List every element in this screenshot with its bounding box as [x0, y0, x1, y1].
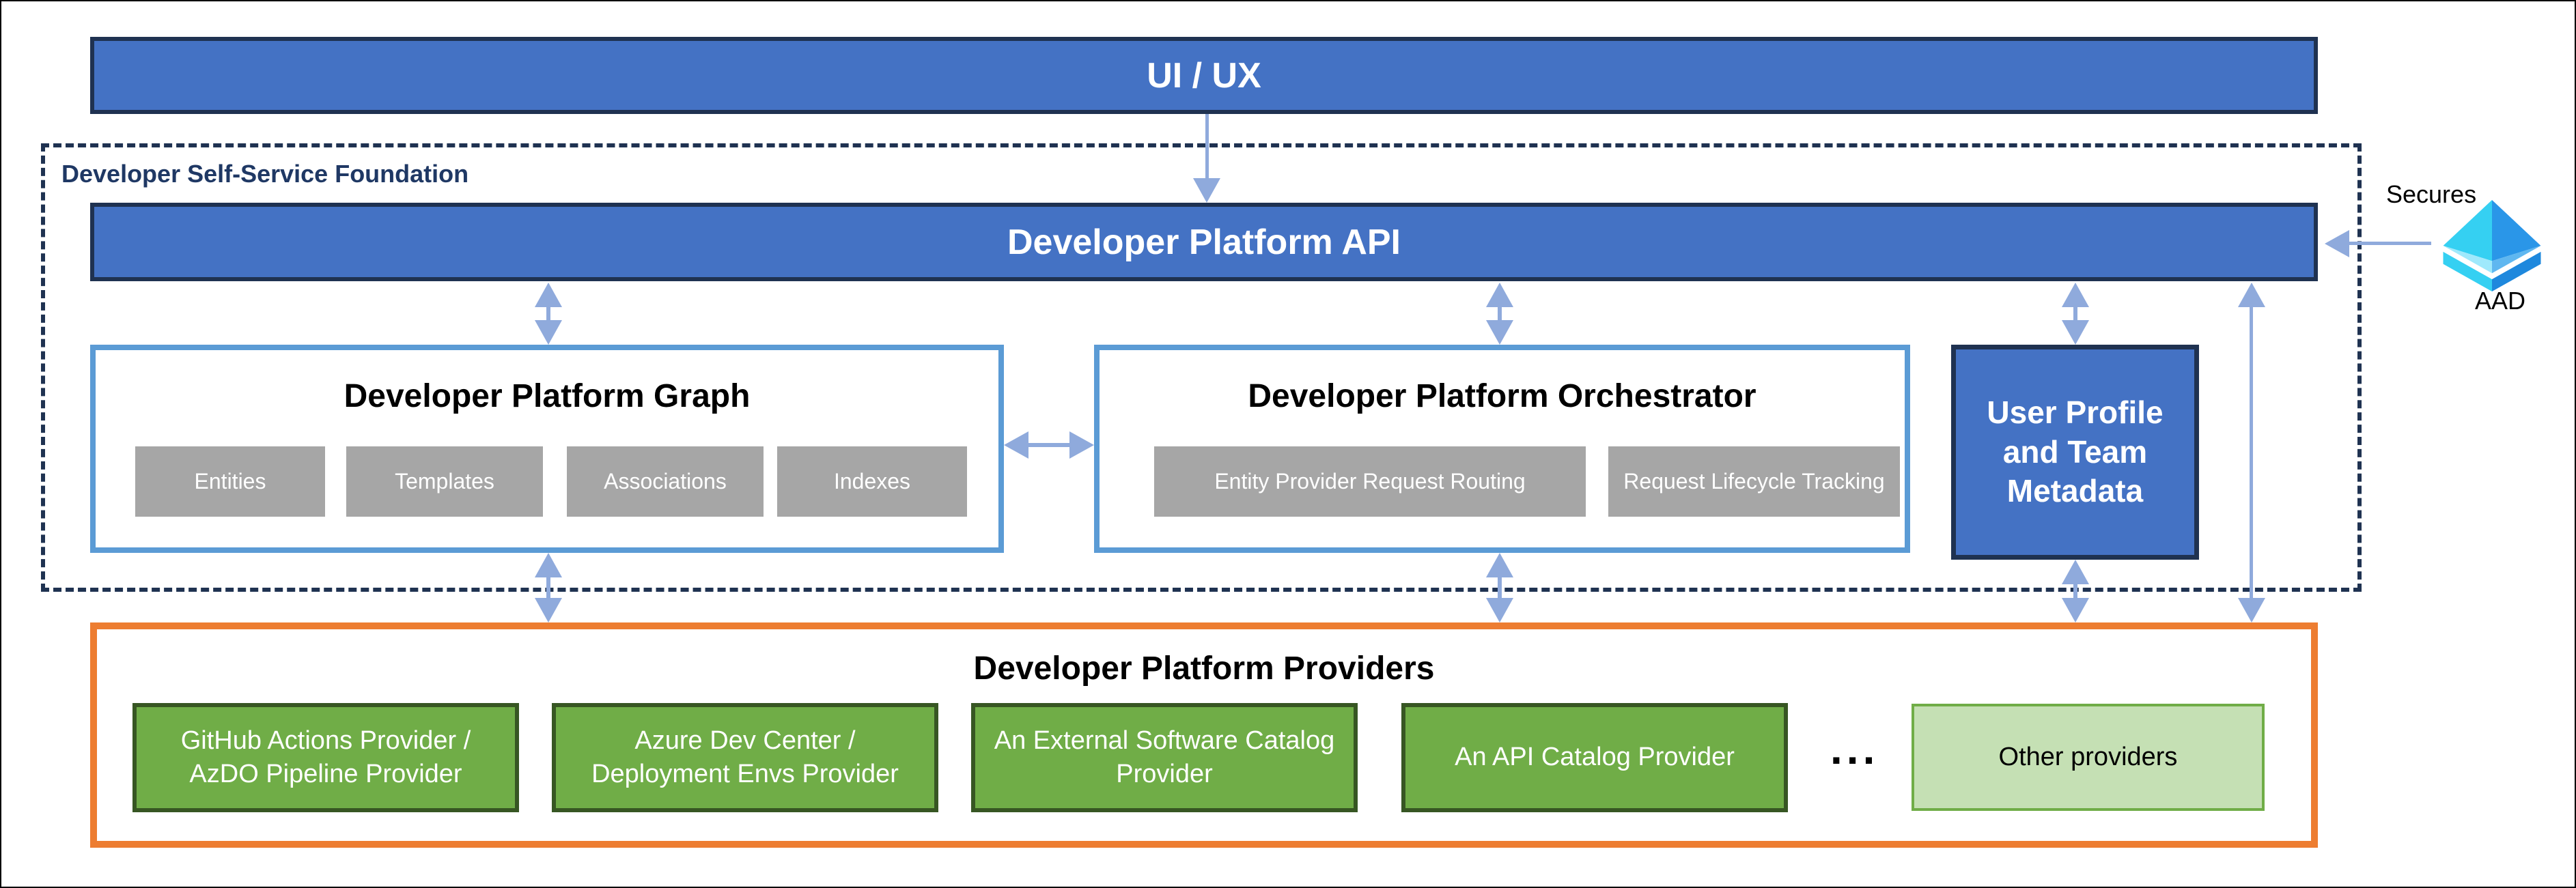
- graph-title: Developer Platform Graph: [344, 378, 751, 414]
- provider-external-software-catalog: An External Software Catalog Provider: [971, 703, 1358, 812]
- arrow-api-graph: [535, 283, 562, 345]
- ui-ux-bar: UI / UX: [90, 37, 2318, 114]
- orchestrator-title: Developer Platform Orchestrator: [1248, 378, 1756, 414]
- graph-chip-templates: Templates: [346, 446, 543, 517]
- arrow-api-providers: [2238, 283, 2265, 622]
- ui-ux-label: UI / UX: [1147, 55, 1261, 96]
- developer-platform-api-label: Developer Platform API: [1007, 222, 1401, 262]
- provider-github-actions: GitHub Actions Provider / AzDO Pipeline …: [132, 703, 519, 812]
- developer-platform-orchestrator-box: Developer Platform Orchestrator Entity P…: [1094, 345, 1910, 553]
- providers-title: Developer Platform Providers: [973, 650, 1435, 687]
- user-profile-metadata-label: User Profile and Team Metadata: [1987, 395, 2164, 509]
- foundation-label: Developer Self-Service Foundation: [61, 160, 469, 188]
- provider-api-catalog: An API Catalog Provider: [1401, 703, 1788, 812]
- user-profile-metadata-box: User Profile and Team Metadata: [1951, 345, 2199, 560]
- provider-other: Other providers: [1912, 704, 2265, 811]
- graph-chip-indexes: Indexes: [777, 446, 967, 517]
- aad-label: AAD: [2475, 287, 2526, 315]
- graph-chip-associations: Associations: [567, 446, 764, 517]
- arrow-graph-providers: [535, 553, 562, 622]
- arrow-orchestrator-providers: [1486, 553, 1513, 622]
- arrow-user-profile-providers: [2062, 560, 2089, 622]
- arrow-uiux-to-api: [1193, 114, 1220, 203]
- foundation-boundary: [41, 143, 2362, 592]
- provider-azure-dev-center: Azure Dev Center / Deployment Envs Provi…: [552, 703, 938, 812]
- arrow-api-orchestrator: [1486, 283, 1513, 345]
- developer-platform-graph-box: Developer Platform Graph Entities Templa…: [90, 345, 1004, 553]
- secures-label: Secures: [2386, 180, 2477, 208]
- orchestrator-chip-routing: Entity Provider Request Routing: [1154, 446, 1586, 517]
- arrow-api-user-profile: [2062, 283, 2089, 345]
- graph-chip-entities: Entities: [135, 446, 325, 517]
- developer-platform-api-bar: Developer Platform API: [90, 203, 2318, 281]
- arrow-aad-to-api: [2325, 230, 2431, 257]
- providers-ellipsis: ...: [1830, 724, 1879, 773]
- orchestrator-chip-tracking: Request Lifecycle Tracking: [1608, 446, 1900, 517]
- arrow-graph-orchestrator: [1004, 431, 1094, 459]
- azure-ad-icon: [2443, 199, 2541, 292]
